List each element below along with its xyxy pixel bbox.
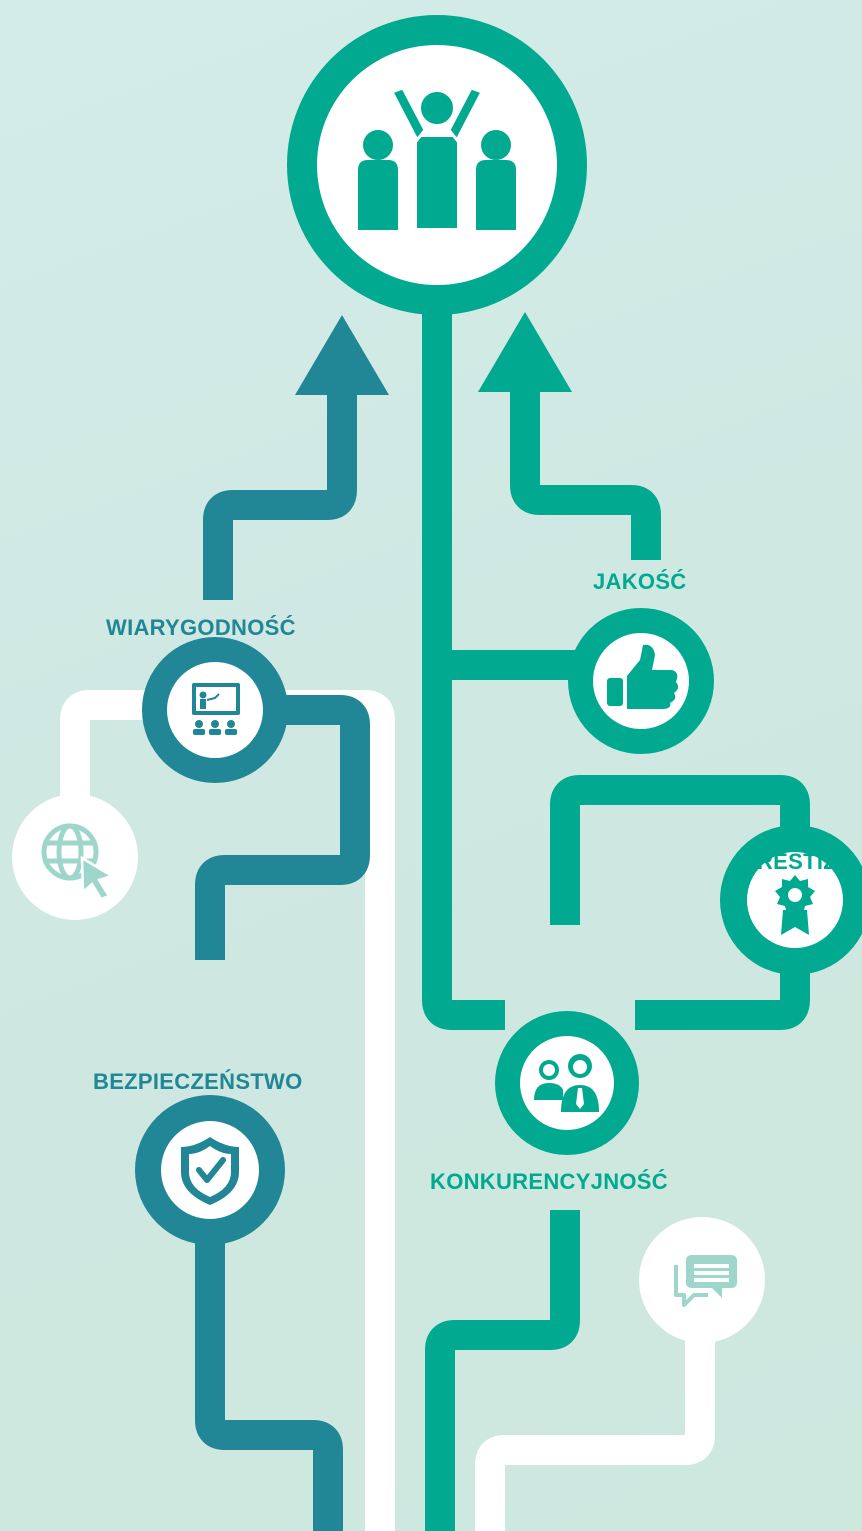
chat-path [475, 1340, 715, 1531]
jakosc-node [568, 608, 714, 754]
award-ribbon-icon [775, 875, 815, 935]
bezpieczenstwo-path [195, 1240, 343, 1531]
bezpieczenstwo-label: BEZPIECZEŃSTWO [93, 1069, 303, 1094]
web-node [12, 794, 138, 920]
trunk-path [422, 300, 505, 1030]
team-celebration-icon [358, 86, 516, 232]
wiarygodnosc-arrow [295, 315, 389, 395]
cursor-shape [80, 855, 116, 901]
hub-node [287, 15, 587, 315]
prestiz-node [720, 825, 862, 975]
wiarygodnosc-label: WIARYGODNOŚĆ [106, 615, 296, 640]
jakosc-arrow [478, 312, 572, 392]
konkurencyjnosc-path [425, 1210, 580, 1531]
jakosc-path [510, 375, 661, 560]
chat-bubbles-icon [674, 1255, 737, 1307]
bezpieczenstwo-node [135, 1095, 285, 1245]
wiarygodnosc-node [142, 637, 288, 783]
prestiz-loop-path [550, 775, 810, 925]
shield-check-icon [181, 1137, 239, 1205]
wiarygodnosc-to-bezpieczenstwo-path [195, 695, 370, 960]
jakosc-label: JAKOŚĆ [593, 569, 687, 594]
konkurencyjnosc-node [495, 1011, 639, 1155]
konkurencyjnosc-label: KONKURENCYJNOŚĆ [430, 1169, 668, 1194]
chat-node [639, 1217, 765, 1343]
prestiz-label: PRESTIŻ [742, 849, 837, 874]
business-people-icon [534, 1054, 599, 1112]
presentation-icon [192, 683, 240, 735]
globe-cursor-icon [41, 823, 99, 881]
wiarygodnosc-path [203, 375, 357, 600]
prestiz-bottom-path [635, 960, 810, 1030]
thumbs-up-icon [607, 644, 679, 709]
